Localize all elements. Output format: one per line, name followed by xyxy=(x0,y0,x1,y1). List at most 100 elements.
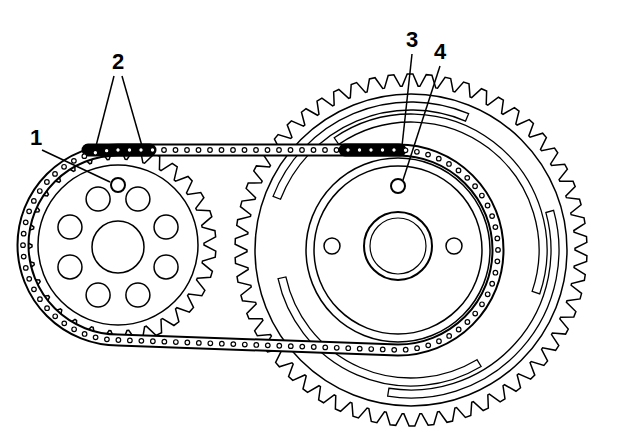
chain-pin xyxy=(185,148,190,153)
chain-pin xyxy=(45,180,50,185)
chain-pin xyxy=(346,148,351,153)
chain-pin xyxy=(219,148,224,153)
lightening-hole xyxy=(58,255,82,279)
cam-gear-rim xyxy=(255,94,567,406)
chain-pin xyxy=(62,321,67,326)
chain-pin xyxy=(392,148,397,153)
chain-pin xyxy=(265,148,270,153)
cam-hub-bore xyxy=(370,218,426,274)
chain-pin xyxy=(300,344,305,349)
chain-pin xyxy=(437,339,442,344)
chain-pin xyxy=(150,148,155,153)
chain-pin xyxy=(220,341,225,346)
chain-pin xyxy=(23,266,28,271)
lightening-hole xyxy=(86,283,110,307)
chain-pin xyxy=(369,347,374,352)
chain-pin xyxy=(493,225,498,230)
chain-pin xyxy=(254,148,259,153)
lightening-hole xyxy=(126,283,150,307)
chain-pin xyxy=(380,347,385,352)
chain-pin xyxy=(288,344,293,349)
chain-pin xyxy=(493,270,498,275)
lightening-hole xyxy=(154,255,178,279)
chain-pin xyxy=(72,327,77,332)
callout-number: 2 xyxy=(112,51,124,73)
callout-number: 1 xyxy=(30,127,42,149)
dark-chain-link xyxy=(88,144,150,157)
chain-pin xyxy=(403,148,408,153)
chain-pin xyxy=(38,297,43,302)
chain-pin xyxy=(447,162,452,167)
chain-pin xyxy=(346,346,351,351)
chain-pin xyxy=(151,339,156,344)
chain-pin xyxy=(21,243,26,248)
chain-pin xyxy=(495,236,500,241)
crank-timing-mark xyxy=(111,178,125,192)
dark-chain-link xyxy=(345,144,400,157)
chain-pin xyxy=(116,148,121,153)
chain-pin xyxy=(53,172,58,177)
chain-pin xyxy=(139,148,144,153)
lightening-hole xyxy=(86,187,110,211)
chain-pin xyxy=(82,332,87,337)
chain-pin xyxy=(369,148,374,153)
crank-sprocket-face xyxy=(38,165,198,325)
chain-pin xyxy=(496,248,501,253)
chain-pin xyxy=(426,152,431,157)
callout-number: 3 xyxy=(406,29,418,51)
chain-pin xyxy=(72,159,77,164)
chain-pin xyxy=(323,345,328,350)
chain-pin xyxy=(32,199,37,204)
callout-number: 4 xyxy=(434,41,446,63)
lightening-hole xyxy=(126,187,150,211)
chain-pin xyxy=(277,343,282,348)
timing-chain-plates xyxy=(23,150,498,350)
lightening-hole xyxy=(58,215,82,239)
chain-pin xyxy=(300,148,305,153)
chain-pin xyxy=(392,348,397,353)
dowel-hole xyxy=(324,238,340,254)
chain-pin xyxy=(415,346,420,351)
chain-pin xyxy=(27,277,32,282)
chain-pin xyxy=(173,148,178,153)
chain-pin xyxy=(208,148,213,153)
chain-pin xyxy=(380,148,385,153)
cam-gear-teeth xyxy=(235,74,587,426)
chain-pin xyxy=(139,339,144,344)
chain-pin xyxy=(480,193,485,198)
leader-line xyxy=(122,76,142,146)
chain-pin xyxy=(465,176,470,181)
chain-pin xyxy=(473,311,478,316)
chain-pin xyxy=(162,339,167,344)
chain-pin xyxy=(490,281,495,286)
chain-pin xyxy=(93,335,98,340)
chain-pin xyxy=(231,148,236,153)
chain-pin xyxy=(485,203,490,208)
chain-pin xyxy=(480,302,485,307)
chain-pin xyxy=(162,148,167,153)
lightening-hole xyxy=(154,215,178,239)
chain-pin xyxy=(334,148,339,153)
chain-pin xyxy=(277,148,282,153)
chain-pin xyxy=(196,148,201,153)
chain-pin xyxy=(93,150,98,155)
leader-line xyxy=(96,76,114,146)
chain-pin xyxy=(21,231,26,236)
chain-pin xyxy=(254,343,259,348)
chain-pin xyxy=(415,149,420,154)
chain-pin xyxy=(82,154,87,159)
chain-pin xyxy=(311,148,316,153)
chain-pin xyxy=(62,164,67,169)
chain-pin xyxy=(334,346,339,351)
chain-pin xyxy=(27,209,32,214)
crank-bore xyxy=(92,221,144,273)
chain-pin xyxy=(465,320,470,325)
chain-pin xyxy=(231,342,236,347)
chain-pin xyxy=(456,327,461,332)
leader-line xyxy=(402,54,412,146)
chain-pin xyxy=(426,343,431,348)
chain-pin xyxy=(127,148,132,153)
chain-pin xyxy=(45,306,50,311)
